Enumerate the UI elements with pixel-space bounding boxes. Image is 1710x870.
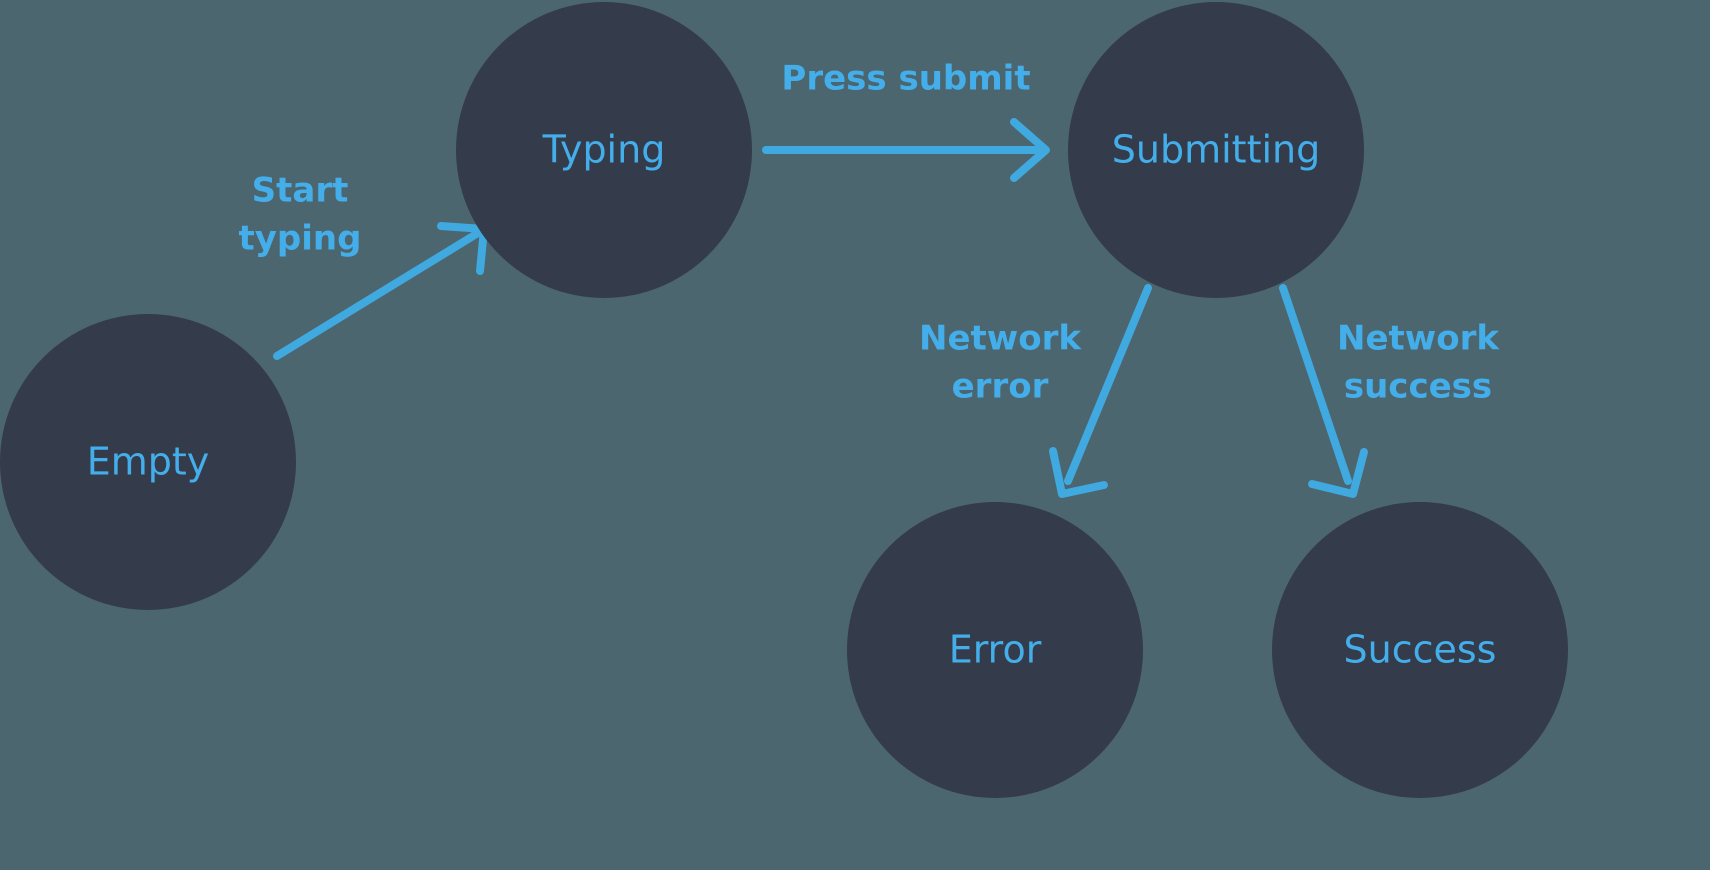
state-label-error: Error	[949, 628, 1042, 672]
arrowhead-network-error	[1049, 447, 1108, 498]
edge-label-network-success-line1: Network	[1337, 319, 1500, 359]
state-label-submitting: Submitting	[1112, 128, 1320, 172]
edge-line-start-typing	[273, 229, 482, 360]
edge-label-network-success: Network success	[1337, 319, 1500, 407]
edge-label-start-typing-line2: typing	[239, 219, 362, 259]
state-circle-submitting[interactable]	[1068, 2, 1364, 298]
edge-label-network-success-line2: success	[1344, 367, 1492, 407]
state-label-typing: Typing	[542, 128, 666, 172]
state-circle-error[interactable]	[847, 502, 1143, 798]
state-label-empty: Empty	[87, 440, 210, 484]
transition-press-submit	[762, 118, 1050, 182]
edge-label-press-submit: Press submit	[781, 59, 1030, 99]
arrowhead-press-submit	[1010, 118, 1050, 182]
state-circle-typing[interactable]	[456, 2, 752, 298]
arrowhead-network-success	[1308, 448, 1368, 498]
state-node-typing[interactable]: Typing	[456, 2, 752, 298]
edge-label-network-error-line2: error	[952, 367, 1049, 407]
transition-network-success	[1279, 284, 1368, 498]
state-circle-empty[interactable]	[0, 314, 296, 610]
edge-label-start-typing: Start typing	[239, 171, 362, 259]
edge-label-start-typing-line1: Start	[252, 171, 349, 211]
state-node-submitting[interactable]: Submitting	[1068, 2, 1364, 298]
state-node-error[interactable]: Error	[847, 502, 1143, 798]
state-node-success[interactable]: Success	[1272, 502, 1568, 798]
edge-line-network-error	[1064, 284, 1152, 485]
state-node-empty[interactable]: Empty	[0, 314, 296, 610]
transition-network-error	[1049, 284, 1152, 498]
state-label-success: Success	[1344, 628, 1497, 672]
edge-label-network-error: Network error	[919, 319, 1082, 407]
edge-label-network-error-line1: Network	[919, 319, 1082, 359]
state-circle-success[interactable]	[1272, 502, 1568, 798]
edge-label-press-submit-line1: Press submit	[781, 59, 1030, 99]
edge-line-network-success	[1279, 284, 1352, 485]
